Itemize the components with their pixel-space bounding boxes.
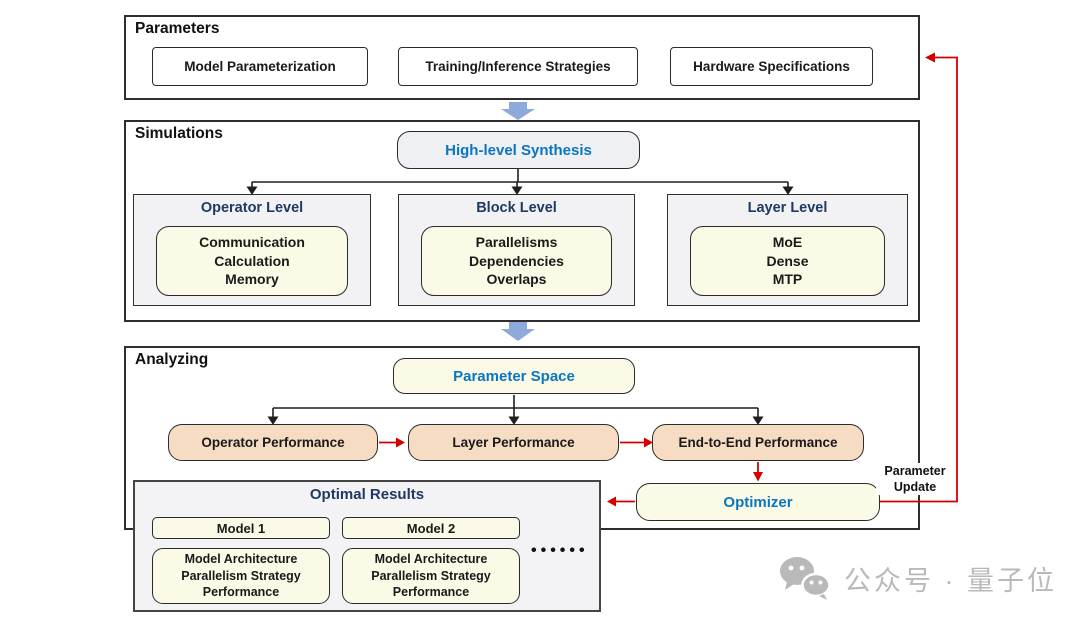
block-level-item: Parallelisms — [475, 234, 558, 251]
watermark-text: 公众号 · 量子位 — [844, 565, 1057, 596]
operator-level-items-box: Communication Calculation Memory — [156, 226, 348, 296]
model-1-details-box: Model Architecture Parallelism Strategy … — [152, 548, 330, 604]
model-2-details-box: Model Architecture Parallelism Strategy … — [342, 548, 520, 604]
parameters-section-title: Parameters — [135, 20, 220, 37]
model-parameterization-box: Model Parameterization — [152, 47, 368, 86]
operator-level-title: Operator Level — [200, 200, 304, 216]
flow-arrow-down-icon — [501, 322, 535, 341]
model-1-box: Model 1 — [152, 517, 330, 539]
block-level-panel: Block Level Parallelisms Dependencies Ov… — [398, 194, 635, 306]
model-2-box: Model 2 — [342, 517, 520, 539]
layer-performance-box: Layer Performance — [408, 424, 619, 461]
parameter-space-box: Parameter Space — [393, 358, 635, 394]
layer-level-title: Layer Level — [747, 200, 828, 216]
optimal-results-title: Optimal Results — [309, 486, 425, 503]
watermark: 公众号 · 量子位 — [778, 556, 1057, 600]
simulations-section-title: Simulations — [135, 125, 223, 142]
layer-level-items-box: MoE Dense MTP — [690, 226, 885, 296]
block-level-items-box: Parallelisms Dependencies Overlaps — [421, 226, 612, 296]
flow-arrow-down-icon — [501, 102, 535, 120]
ellipsis-dots: •••••• — [531, 542, 589, 559]
block-level-title: Block Level — [476, 200, 557, 216]
operator-level-item: Memory — [225, 271, 279, 288]
wechat-icon — [780, 557, 831, 600]
operator-level-item: Communication — [199, 234, 305, 251]
layer-level-item: Dense — [766, 252, 809, 269]
block-level-item: Overlaps — [486, 271, 547, 288]
block-level-item: Dependencies — [469, 252, 564, 269]
layer-level-panel: Layer Level MoE Dense MTP — [667, 194, 908, 306]
layer-level-item: MTP — [772, 271, 803, 288]
training-inference-strategies-box: Training/Inference Strategies — [398, 47, 638, 86]
parameter-update-label: Parameter Update — [876, 463, 954, 495]
end-to-end-performance-box: End-to-End Performance — [652, 424, 864, 461]
hardware-specifications-box: Hardware Specifications — [670, 47, 873, 86]
operator-level-panel: Operator Level Communication Calculation… — [133, 194, 371, 306]
optimizer-box: Optimizer — [636, 483, 880, 521]
analyzing-section-title: Analyzing — [135, 351, 209, 368]
high-level-synthesis-box: High-level Synthesis — [397, 131, 640, 169]
operator-performance-box: Operator Performance — [168, 424, 378, 461]
layer-level-item: MoE — [772, 234, 803, 251]
optimal-results-panel: Optimal Results Model 1 Model 2 Model Ar… — [133, 480, 601, 612]
operator-level-item: Calculation — [214, 252, 290, 269]
